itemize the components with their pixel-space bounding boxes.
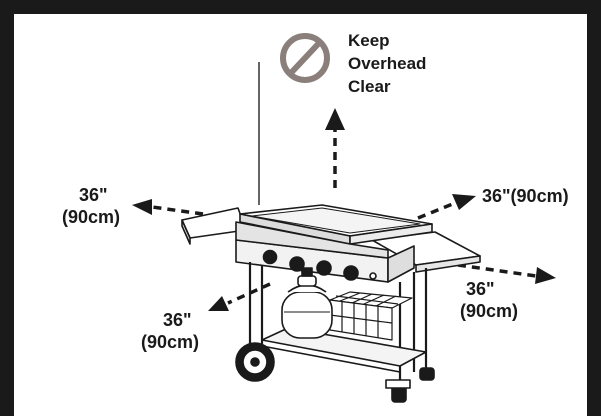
clearance-front-line1: 36" <box>163 310 192 330</box>
notice-line3: Clear <box>348 77 391 96</box>
knob-1 <box>262 249 278 265</box>
knob-4 <box>343 265 359 281</box>
clearance-front-line2: (90cm) <box>141 332 199 352</box>
wire-basket <box>329 291 413 341</box>
arrow-right-top <box>417 194 476 220</box>
clearance-left-line1: 36" <box>79 185 108 205</box>
igniter <box>369 272 377 280</box>
arrow-right-bottom <box>457 263 556 284</box>
cart-wheel <box>235 342 275 382</box>
griddle-illustration <box>181 204 481 403</box>
clearance-right-bottom-line1: 36" <box>466 279 495 299</box>
clearance-right-top: 36"(90cm) <box>482 186 569 206</box>
clearance-right-bottom-line2: (90cm) <box>460 301 518 321</box>
clearance-left-line2: (90cm) <box>62 207 120 227</box>
caster-back <box>419 367 435 381</box>
prohibited-icon <box>280 33 330 83</box>
arrow-left <box>132 199 204 216</box>
propane-tank <box>281 267 333 339</box>
notice-line1: Keep <box>348 31 390 50</box>
knob-2 <box>289 256 305 272</box>
arrow-up <box>325 108 345 188</box>
knob-3 <box>316 260 332 276</box>
notice-line2: Overhead <box>348 54 426 73</box>
